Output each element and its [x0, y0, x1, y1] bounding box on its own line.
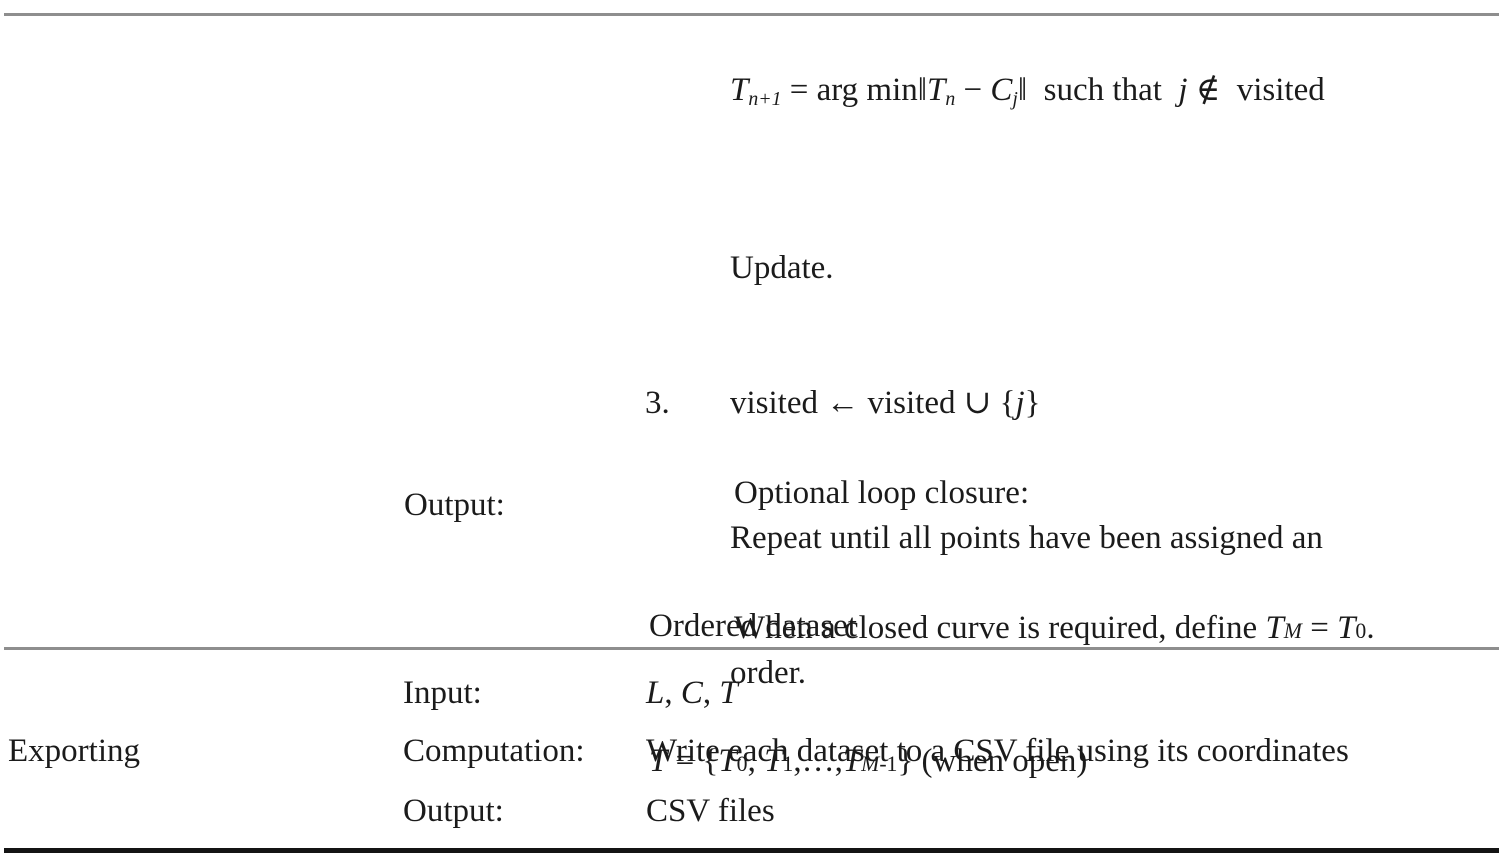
exporting-computation-value: Write each dataset to a CSV file using i…: [646, 733, 1349, 769]
update-block: Update. visited ← visited ∪ {j} Repeat u…: [730, 156, 1323, 786]
visited-update-line: visited ← visited ∪ {j}: [730, 385, 1041, 421]
open-curve-set-line: T = {T0, T1,…,TM-1} (when open): [649, 743, 1088, 779]
ordering-output-value: Ordered dataset T = {T0, T1,…,TM-1} (whe…: [649, 514, 1145, 866]
exporting-row-label: Exporting: [8, 733, 140, 769]
list-item-3-number: 3.: [645, 385, 670, 421]
table-top-rule: [4, 13, 1499, 16]
list-item-3-title: Optional loop closure:: [734, 475, 1030, 511]
list-item-3: Optional loop closure: When a closed cur…: [734, 381, 1375, 744]
ordered-dataset-line: Ordered dataset: [649, 608, 857, 644]
exporting-output-value: CSV files: [646, 793, 775, 829]
repeat-line-1: Repeat until all points have been assign…: [730, 520, 1323, 556]
exporting-computation-label: Computation:: [403, 733, 585, 769]
section-divider-rule: [4, 647, 1499, 650]
exporting-input-label: Input:: [403, 675, 482, 711]
table-bottom-rule: [4, 848, 1499, 853]
ordering-output-label: Output:: [404, 487, 505, 523]
exporting-input-value: L, C, T: [646, 675, 738, 711]
exporting-output-label: Output:: [403, 793, 504, 829]
repeat-line-2: order.: [730, 655, 807, 691]
list-item-3-body: When a closed curve is required, define …: [734, 610, 1375, 646]
nearest-neighbor-formula: Tn+1 = arg min‖Tn − Cj‖ such that j ∉ vi…: [730, 72, 1325, 110]
update-heading: Update.: [730, 250, 834, 286]
